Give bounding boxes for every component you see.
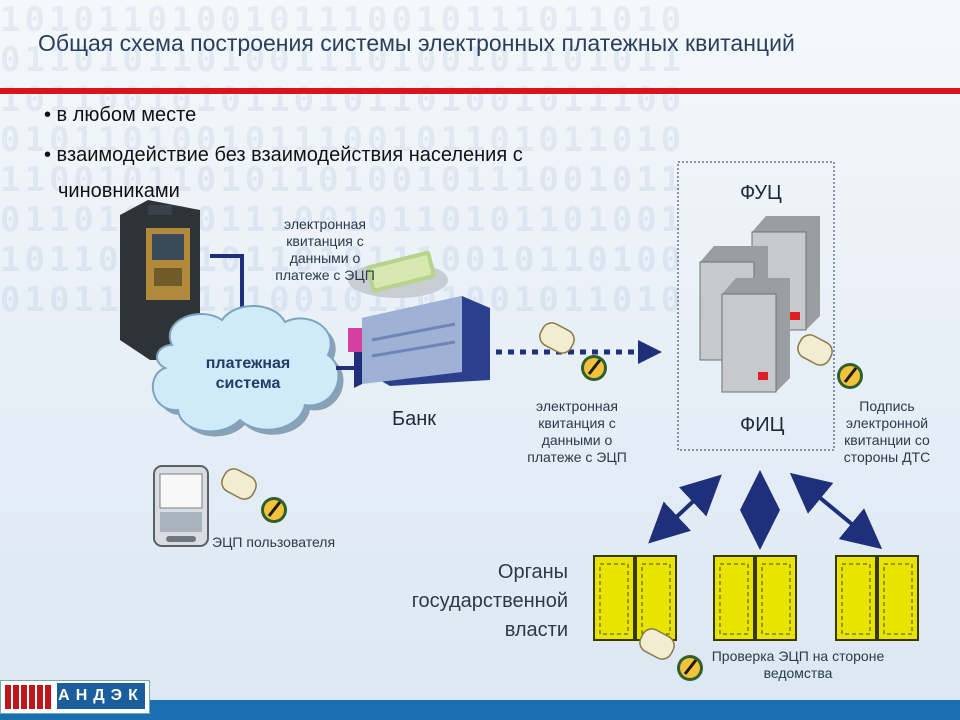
signed-document-icon-dts: [797, 334, 863, 389]
bank-label: Банк: [392, 408, 437, 430]
gov-arrow-left: [648, 474, 722, 544]
cloud-payment-system: [151, 305, 344, 437]
gov-building-left-icon: [593, 555, 677, 641]
gov-building-right-icon: [835, 555, 919, 641]
check-eds-label: Проверка ЭЦП на стороне ведомства: [711, 648, 885, 681]
bank-icon: [348, 296, 490, 386]
page-title: Общая схема построения системы электронн…: [38, 30, 795, 56]
logo-mark-icon: [5, 685, 51, 709]
bullet-interaction: • взаимодействие без взаимодействия насе…: [44, 144, 523, 166]
signed-document-icon-gov: [639, 628, 703, 681]
logo-wordmark: АНДЭК: [57, 683, 145, 709]
title-divider: [0, 88, 960, 94]
fuc-label: ФУЦ: [740, 182, 782, 204]
footer-bar: [0, 700, 960, 720]
gov-building-middle-icon: [713, 555, 797, 641]
center-group-boundary: [677, 161, 835, 451]
payment-system-label: платежная система: [205, 355, 291, 392]
gov-arrow-right: [789, 472, 883, 550]
bullet-anywhere: • в любом месте: [44, 104, 197, 126]
fic-label: ФИЦ: [740, 414, 785, 436]
company-logo: АНДЭК: [0, 680, 150, 714]
pda-device-icon: [153, 465, 209, 547]
dotted-arrow-head: [638, 340, 662, 364]
gov-label: Органы государственной власти: [411, 561, 568, 641]
server-fic-icon: [721, 278, 790, 393]
receipt-label-middle: электронная квитанция с данными о платеж…: [527, 398, 627, 465]
signed-document-icon-user: [221, 468, 287, 523]
receipt-label-top: электронная квитанция с данными о платеж…: [275, 216, 375, 283]
money-icon: [348, 250, 448, 298]
signed-document-icon: [539, 322, 607, 381]
bullet-interaction-cont: чиновниками: [58, 180, 180, 202]
signature-label: Подпись электронной квитанции со стороны…: [843, 398, 931, 465]
user-eds-label: ЭЦП пользователя: [212, 534, 336, 550]
